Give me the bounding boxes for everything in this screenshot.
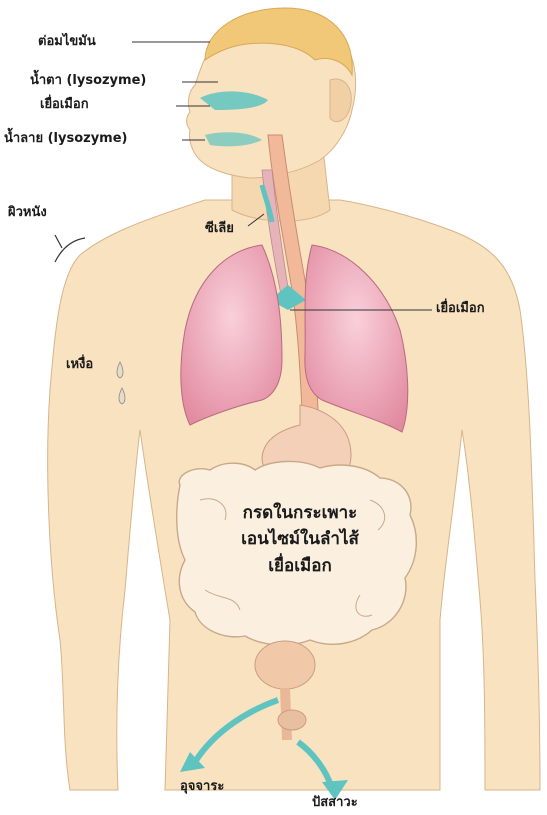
label-skin: ผิวหนัง (8, 206, 47, 219)
rectum (278, 710, 306, 730)
label-urine: ปัสสาวะ (312, 796, 358, 809)
label-stomach-acid: กรดในกระเพาะ (190, 500, 410, 526)
label-saliva: น้ำลาย (lysozyme) (4, 132, 127, 145)
label-tears: น้ำตา (lysozyme) (30, 74, 146, 87)
label-mucus-airway: เยื่อเมือก (436, 302, 485, 315)
gut-defense-label: กรดในกระเพาะ เอนไซม์ในลำไส้ เยื่อเมือก (190, 500, 410, 579)
label-intestinal-enzymes: เอนไซม์ในลำไส้ (190, 526, 410, 552)
label-feces: อุจจาระ (180, 780, 224, 793)
label-sweat: เหงื่อ (66, 358, 93, 371)
label-mucus-nose: เยื่อเมือก (40, 98, 89, 111)
label-cilia: ซีเลีย (205, 222, 234, 235)
label-sebaceous-gland: ต่อมไขมัน (38, 35, 96, 48)
bladder (255, 641, 315, 689)
label-gut-mucus: เยื่อเมือก (190, 553, 410, 579)
